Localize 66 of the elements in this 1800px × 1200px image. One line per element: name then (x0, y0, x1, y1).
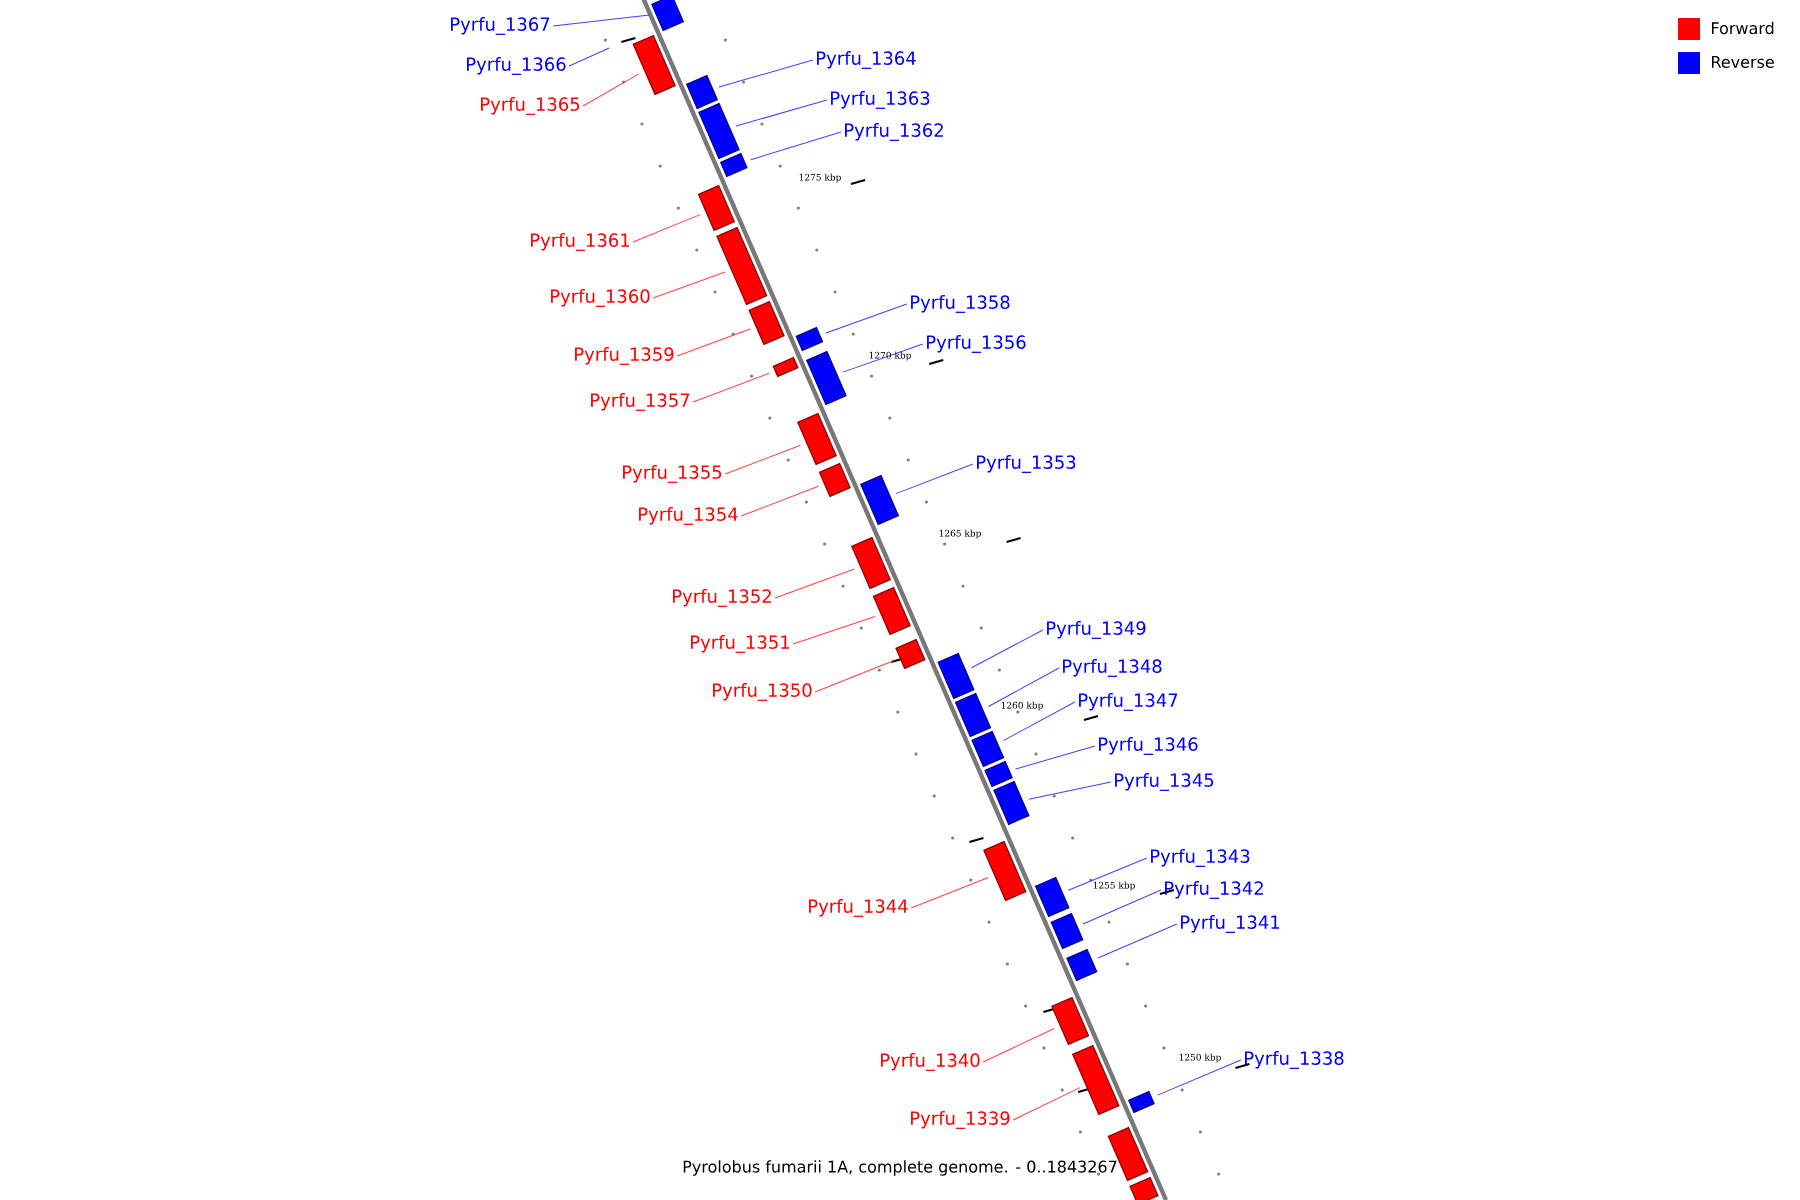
gene-label: Pyrfu_1343 (1151, 849, 1250, 867)
leader-line (1002, 701, 1076, 742)
leader-line (910, 876, 989, 909)
gene-label: Pyrfu_1340 (881, 1053, 980, 1071)
leader-line (825, 303, 908, 334)
leader-line (632, 214, 701, 243)
gene-label: Pyrfu_1362 (845, 123, 943, 141)
leader-line (740, 485, 819, 517)
caption: Pyrolobus fumarii 1A, complete genome. - 0..1843267 (683, 1160, 1117, 1176)
leader-line (774, 568, 855, 599)
leader-line (1082, 889, 1162, 925)
gene-label: Pyrfu_1349 (1047, 621, 1146, 639)
gene-label: Pyrfu_1339 (911, 1111, 1010, 1129)
leader-line (1097, 923, 1178, 959)
legend-label: Forward (1712, 21, 1774, 35)
gene-label: Pyrfu_1365 (481, 97, 580, 115)
gene-label: Pyrfu_1360 (551, 289, 650, 307)
gene-label: Pyrfu_1353 (977, 455, 1076, 473)
gene-label: Pyrfu_1363 (831, 91, 930, 109)
gene-label: Pyrfu_1344 (809, 899, 908, 917)
leader-line (750, 131, 842, 161)
leader-line (982, 1028, 1055, 1063)
leader-line (1015, 745, 1096, 770)
gene-label: Pyrfu_1354 (639, 507, 738, 525)
leader-line (895, 463, 974, 495)
gene-block (632, 34, 676, 96)
leader-line (792, 616, 876, 645)
gene-label: Pyrfu_1358 (911, 295, 1010, 313)
gene-label: Pyrfu_1348 (1063, 659, 1162, 677)
gene-label: Pyrfu_1361 (531, 233, 630, 251)
leader-line (568, 47, 610, 67)
leader-line (718, 59, 814, 88)
gene-label: Pyrfu_1364 (817, 51, 916, 69)
leader-line (1012, 1087, 1081, 1121)
leader-line (1068, 857, 1148, 891)
leader-line (724, 444, 802, 475)
legend-label: Reverse (1712, 56, 1774, 68)
gene-label: Pyrfu_1345 (1115, 773, 1214, 791)
gene-label: Pyrfu_1366 (467, 57, 566, 75)
leader-line (971, 629, 1044, 669)
gene-label: Pyrfu_1346 (1099, 737, 1198, 755)
leader-line (814, 660, 895, 693)
gene-label: Pyrfu_1351 (691, 635, 790, 653)
gene-label: Pyrfu_1350 (713, 683, 812, 701)
leader-line (582, 73, 640, 107)
gene-label: Pyrfu_1355 (623, 465, 722, 483)
leader-line (652, 271, 726, 299)
gene-label: Pyrfu_1341 (1181, 915, 1280, 933)
leader-line (1028, 781, 1112, 800)
leader-line (552, 14, 651, 27)
gene-block (772, 356, 799, 378)
leader-line (692, 372, 770, 403)
leader-line (676, 328, 751, 357)
gene-label: Pyrfu_1359 (575, 347, 674, 365)
leader-line (1157, 1059, 1242, 1096)
gene-label: Pyrfu_1347 (1079, 693, 1178, 711)
gene-label: Pyrfu_1342 (1165, 881, 1263, 899)
gene-block (1034, 876, 1070, 918)
gene-label: Pyrfu_1356 (927, 335, 1026, 353)
gene-label: Pyrfu_1357 (591, 393, 690, 411)
gene-label: Pyrfu_1367 (451, 17, 550, 35)
leader-line (735, 99, 828, 127)
gene-label: Pyrfu_1338 (1245, 1051, 1344, 1069)
leader-line (842, 343, 924, 373)
gene-label: Pyrfu_1352 (673, 589, 771, 607)
leader-line (988, 667, 1060, 707)
